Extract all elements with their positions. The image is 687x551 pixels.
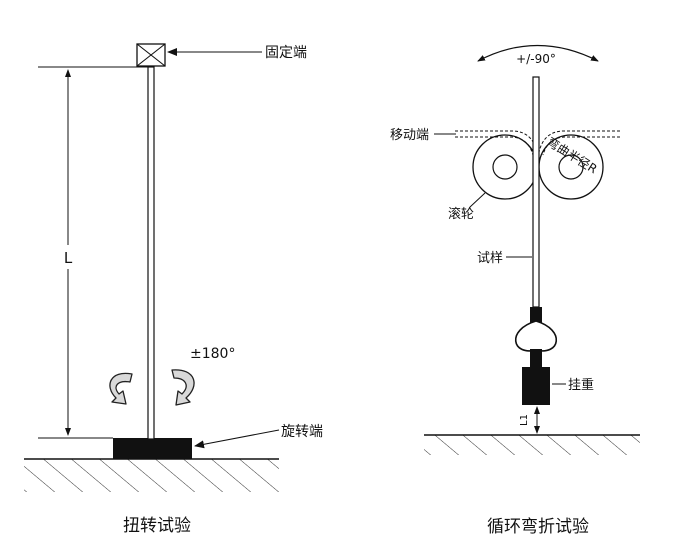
hanging-hook	[514, 307, 558, 367]
roller-label: 滚轮	[448, 206, 474, 222]
swing-angle-arc	[477, 44, 599, 62]
rotating-end-block	[113, 438, 192, 459]
moving-end-path-dashed-lower	[455, 136, 534, 156]
distance-label: L1	[519, 414, 530, 426]
fixed-end-label: 固定端	[265, 45, 307, 61]
rotation-arrow-left-icon	[109, 372, 133, 405]
torsion-test-diagram: L 固定端 旋转端 ±180° 扭转试验	[24, 43, 323, 536]
left-roller	[472, 134, 538, 200]
moving-end-path-dashed	[455, 130, 538, 153]
torsion-angle-label: ±180°	[190, 346, 235, 362]
rotation-arrow-right-icon	[171, 369, 195, 406]
moving-end-path-dashed-right	[538, 130, 620, 153]
torsion-ground	[24, 459, 279, 492]
rotating-end-label: 旋转端	[281, 424, 323, 440]
roller-leader	[469, 192, 486, 208]
bending-test-diagram: +/-90° L1 移动端	[390, 44, 640, 537]
torsion-specimen	[147, 66, 155, 440]
bending-ground	[424, 435, 640, 455]
hanging-weight	[522, 367, 550, 405]
length-label: L	[64, 249, 73, 267]
moving-end-path-dashed-right-lower	[542, 136, 620, 156]
torsion-caption: 扭转试验	[123, 516, 191, 536]
rotating-end-leader	[194, 429, 280, 449]
swing-angle-label: +/-90°	[516, 52, 556, 66]
moving-end-label: 移动端	[390, 128, 429, 143]
specimen-label: 试样	[477, 251, 503, 266]
fixed-end-clamp	[136, 43, 166, 67]
weight-label: 挂重	[568, 377, 594, 393]
bending-specimen	[532, 76, 540, 308]
bending-caption: 循环弯折试验	[487, 517, 589, 537]
